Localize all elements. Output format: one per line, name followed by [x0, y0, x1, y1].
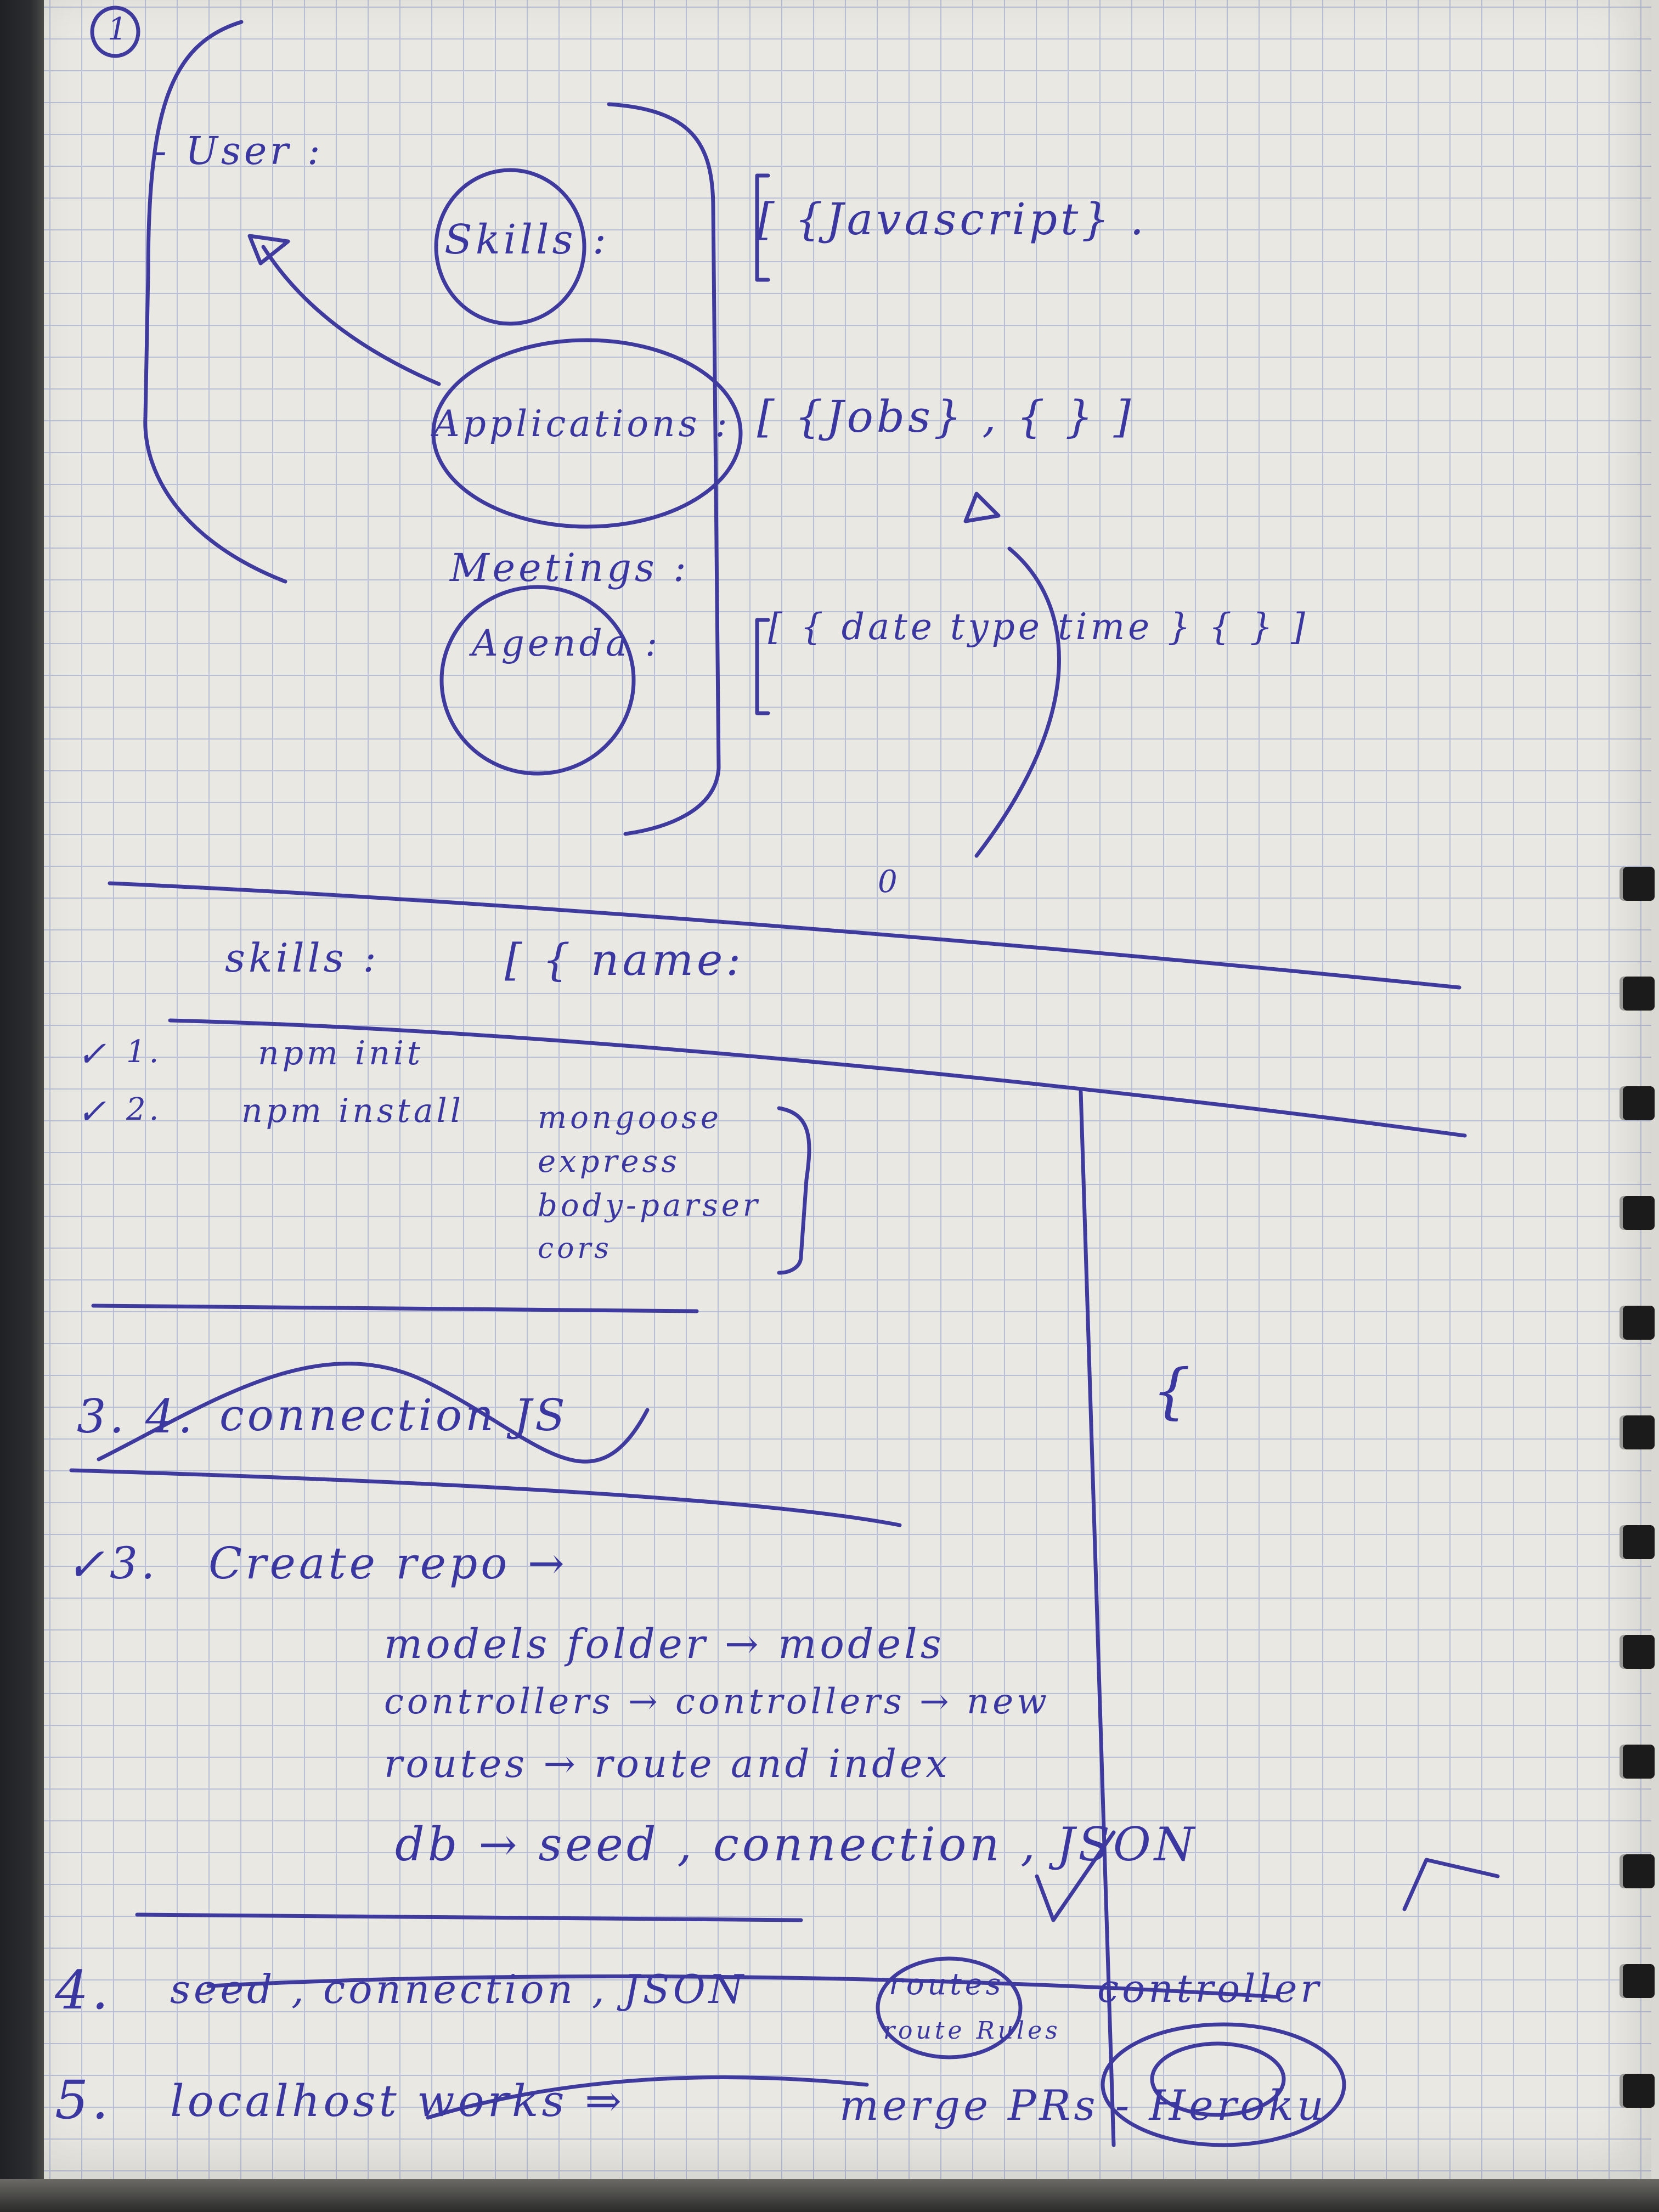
divider-3 [91, 1304, 699, 1313]
page-number-circle [90, 5, 140, 58]
skills-row-value: [ { name: [505, 934, 744, 985]
arrow-line [261, 245, 441, 386]
arrow-head [247, 234, 290, 266]
step2-check: ✓ [77, 1092, 110, 1132]
spiral-ring [1623, 1745, 1655, 1779]
spiral-binding [1621, 850, 1659, 2167]
step4-number: 4. [55, 1960, 112, 2021]
spiral-ring [1623, 1525, 1655, 1559]
divider-2 [168, 1018, 1467, 1138]
applications-circle [431, 338, 743, 529]
meetings-label: Meetings : [450, 545, 690, 590]
spiral-ring [1623, 1635, 1655, 1669]
spiral-ring [1623, 1306, 1655, 1340]
step3-line-routes: routes → route and index [384, 1741, 951, 1786]
crossed-step-text: connection JS [219, 1390, 568, 1441]
crossed-step-numbers: 3. 4. [77, 1390, 196, 1443]
spiral-ring [1623, 2074, 1655, 2108]
spiral-ring [1623, 1196, 1655, 1230]
agenda-value: [ { date type time } { } ] [768, 606, 1308, 648]
agenda-circle [439, 585, 636, 776]
step5-number: 5. [55, 2069, 112, 2131]
step3-line-models: models folder → models [384, 1621, 945, 1668]
heroku-inner-circle [1150, 2041, 1286, 2117]
spiral-ring [1623, 1854, 1655, 1888]
spiral-ring [1623, 1415, 1655, 1449]
applications-label: Applications : [433, 403, 731, 445]
divider-1 [108, 881, 1462, 990]
step3-line-db: db → seed , connection , JSON [395, 1818, 1198, 1871]
heroku-circle [1101, 2022, 1346, 2147]
package-cors: cors [538, 1232, 612, 1265]
step3-text: Create repo → [208, 1538, 568, 1589]
spiral-ring [1623, 867, 1655, 901]
schema-right-brace [607, 102, 721, 836]
step5-merge: merge PRs - Heroku [839, 2081, 1327, 2130]
checkmark-db [1035, 1830, 1116, 1922]
step1-check: ✓ [77, 1034, 110, 1075]
step5-text: localhost works ⇒ [170, 2075, 625, 2126]
spiral-ring [1623, 1086, 1655, 1120]
spiral-ring [1623, 977, 1655, 1011]
skills-row-label: skills : [225, 935, 380, 981]
applications-value: [ {Jobs} , { } ] [757, 391, 1135, 442]
checkmark-json [1402, 1858, 1500, 1911]
crossed-out-scribble [97, 1362, 650, 1464]
divider-5 [135, 1912, 803, 1922]
strike-step4 [206, 1974, 1280, 1999]
handwritten-strokes [69, 5, 1500, 2147]
step4-text: seed , connection , JSON [170, 1966, 747, 2012]
routes-circle [876, 1956, 1023, 2059]
skills-label: Skills : [444, 216, 610, 263]
step4-route-rules: route Rules [883, 2017, 1061, 2045]
skills-bracket [755, 173, 770, 282]
vertical-divider [1079, 1090, 1116, 2147]
agenda-arc [974, 546, 1061, 858]
skills-value: [ {Javascript} . [757, 194, 1147, 245]
package-express: express [538, 1144, 680, 1180]
step4-routes: routes [889, 1967, 1005, 2001]
spiral-ring [1623, 1964, 1655, 1998]
divider-4 [69, 1468, 902, 1527]
page-number: 1 [108, 12, 127, 47]
right-brace: { [1152, 1356, 1194, 1426]
desk-background [0, 0, 44, 2212]
step3-check: ✓ [66, 1538, 108, 1592]
user-label: - User : [154, 128, 324, 173]
desk-background-bottom [0, 2179, 1659, 2212]
skills-circle [434, 168, 586, 326]
packages-brace [777, 1106, 811, 1275]
strike-step5 [426, 2075, 869, 2120]
package-body-parser: body-parser [538, 1188, 761, 1223]
step4-controller: controller [1097, 1966, 1322, 2011]
step3-line-controllers: controllers → controllers → new [384, 1681, 1050, 1722]
agenda-label: Agenda : [472, 622, 661, 664]
user-bracket [143, 20, 287, 584]
package-mongoose: mongoose [538, 1100, 723, 1136]
step3-number: 3. [110, 1538, 159, 1589]
zero-marker: 0 [878, 864, 901, 900]
notebook-page: - User : Skills : [ {Javascript} . Appli… [44, 0, 1651, 2181]
small-triangle [963, 492, 1001, 523]
step2-text: npm install [241, 1092, 464, 1130]
step2-number: 2. [126, 1092, 162, 1127]
step1-text: npm init [258, 1034, 424, 1073]
agenda-bracket [755, 618, 770, 715]
step1-number: 1. [126, 1034, 162, 1070]
